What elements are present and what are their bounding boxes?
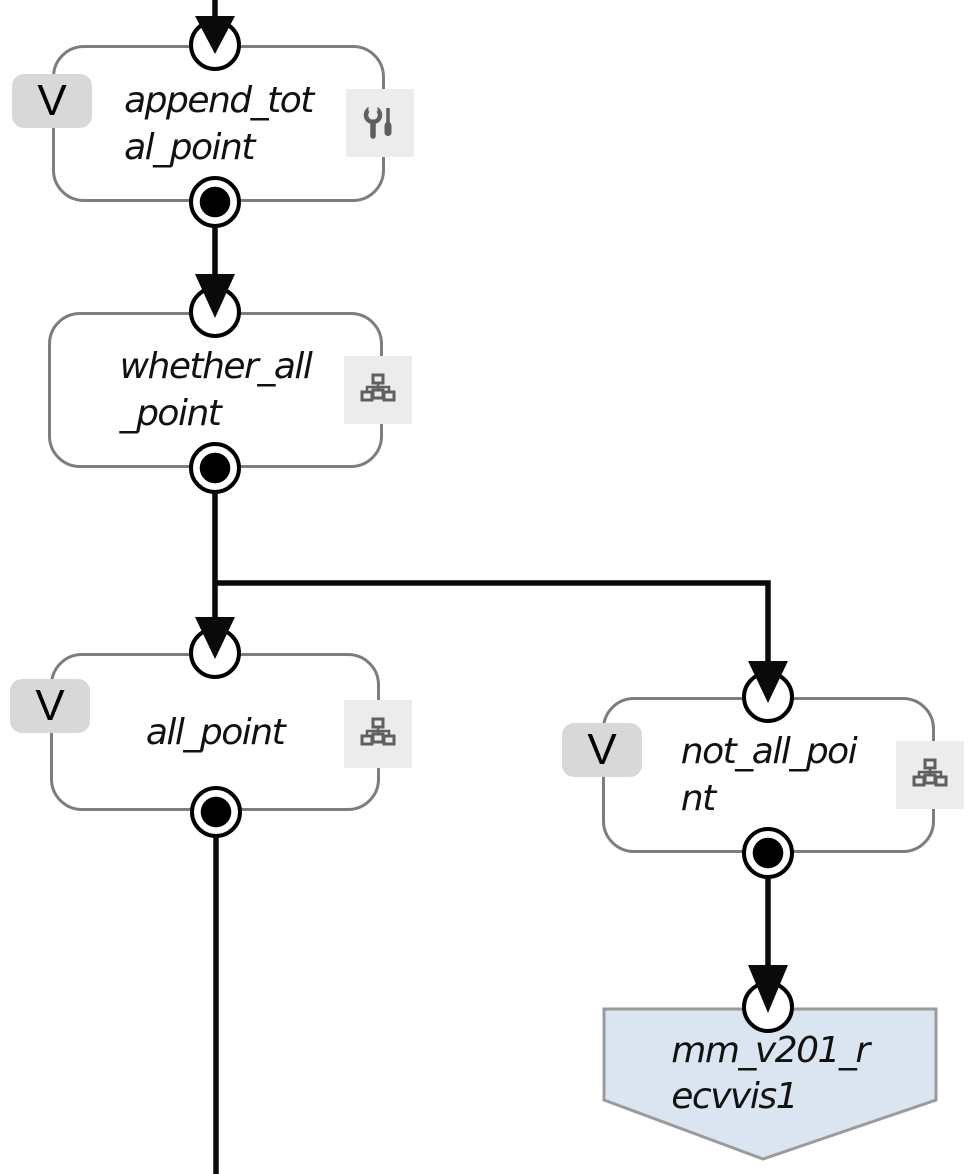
edge-arrowhead	[748, 965, 788, 1013]
output-port[interactable]	[742, 827, 794, 879]
edge-arrowhead	[195, 617, 235, 659]
node-append-total-point[interactable]: append_tot al_point	[52, 45, 385, 202]
edge-append-to-whether[interactable]	[195, 226, 235, 318]
edge-whether-to-not-all[interactable]	[215, 580, 788, 703]
hierarchy-icon	[344, 356, 412, 424]
edge-arrowhead	[195, 16, 235, 54]
hierarchy-icon	[896, 741, 964, 809]
edge-arrowhead	[748, 661, 788, 703]
terminal-node-label: mm_v201_r ecvvis1	[671, 1030, 870, 1117]
edge-not-all-to-terminal[interactable]	[748, 877, 788, 1013]
edge-incoming[interactable]	[195, 0, 235, 54]
node-label: whether_all _point	[119, 346, 313, 434]
edge-arrowhead	[195, 274, 235, 318]
tools-icon	[346, 89, 414, 157]
edge-line	[215, 580, 771, 663]
v-badge: V	[12, 74, 92, 128]
node-label: append_tot al_point	[124, 79, 314, 168]
edge-whether-to-all[interactable]	[195, 492, 235, 659]
terminal-node-mm-v201-recvvis1[interactable]	[602, 1007, 938, 1163]
node-label: all_point	[145, 711, 286, 753]
output-port[interactable]	[189, 176, 241, 228]
node-label: not_all_poi nt	[680, 731, 858, 819]
v-badge: V	[562, 723, 642, 777]
hierarchy-icon	[344, 700, 412, 768]
v-badge: V	[10, 679, 90, 733]
